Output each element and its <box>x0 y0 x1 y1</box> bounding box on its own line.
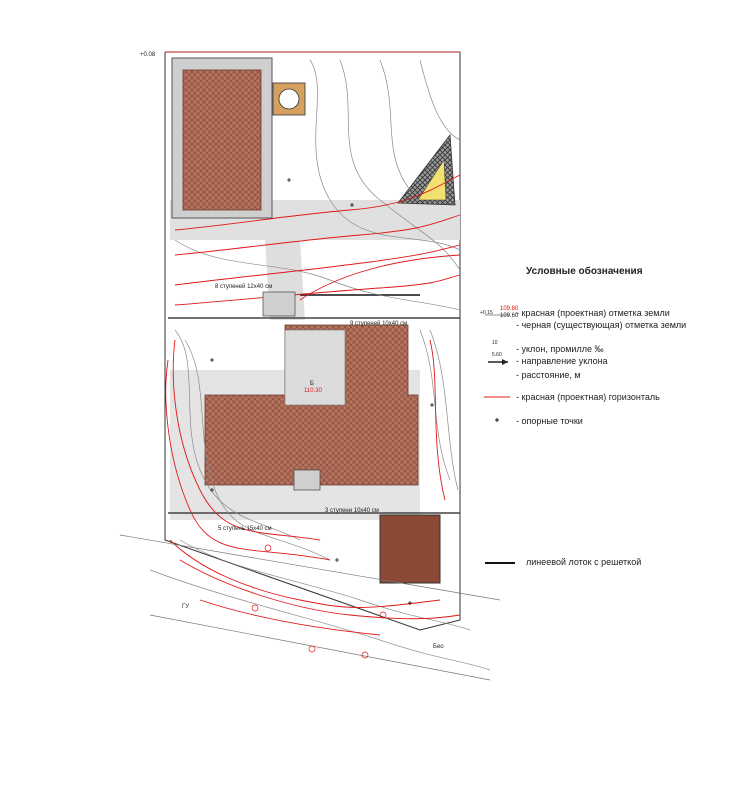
legend-item-direction: - направление уклона <box>478 356 748 370</box>
legend-item-drain: линеевой лоток с решеткой <box>478 557 748 571</box>
legend-label-drain: линеевой лоток с решеткой <box>526 557 642 567</box>
legend-symbol-elevation: +0.15 109.80 109.60 <box>478 306 518 322</box>
legend-item-support: - опорные точки <box>478 416 748 430</box>
label-front-stairs-left: 5 ступень 15x40 см <box>218 526 272 532</box>
legend-slope-top: 10 <box>492 340 498 346</box>
corner-mark-top-left: +0.08 <box>140 52 156 58</box>
label-house-block: Б <box>310 381 314 387</box>
garage <box>379 514 441 584</box>
label-top-stairs: 8 ступеней 12x40 см <box>215 283 272 290</box>
legend-symbol-slope: 10 5.60 <box>478 340 514 358</box>
elevation-circles <box>251 544 387 659</box>
front-stairs <box>293 469 321 491</box>
legend-symbols <box>484 314 515 564</box>
legend-item-black-elevation: - черная (существующая) отметка земли <box>478 320 748 334</box>
legend-label-direction: - направление уклона <box>516 356 608 366</box>
label-house-value: 110.30 <box>304 388 323 394</box>
design-contours <box>165 174 461 636</box>
top-stairs <box>262 291 296 317</box>
outbuilding-roof <box>182 69 262 211</box>
legend-item-distance: - расстояние, м <box>478 370 748 384</box>
legend-label-slope: - уклон, промилле ‰ <box>516 344 604 354</box>
label-bottom: Бео <box>433 644 444 650</box>
greenhouse-inner <box>417 159 447 201</box>
legend-label-distance: - расстояние, м <box>516 370 581 380</box>
legend-black-mark: 109.60 <box>500 313 519 319</box>
label-front-stairs-right: 3 ступени 10x40 см <box>325 508 379 514</box>
legend-item-slope: 10 5.60 - уклон, промилле ‰ <box>478 340 748 358</box>
label-garden: ГУ <box>182 604 189 610</box>
road-line-1 <box>119 534 501 601</box>
legend-label-red-elevation: - красная (проектная) отметка земли <box>516 308 670 318</box>
legend-item-red-elevation: +0.15 109.80 109.60 - красная (проектная… <box>478 306 748 322</box>
label-terrace-stairs: 9 ступеней 10x40 см <box>350 320 407 327</box>
legend-item-red-contour: - красная (проектная) горизонталь <box>478 392 748 406</box>
existing-contours <box>149 59 491 671</box>
well-circle <box>278 88 300 110</box>
road-line-2 <box>149 614 491 681</box>
house-core <box>284 329 346 406</box>
legend-label-red-contour: - красная (проектная) горизонталь <box>516 392 660 402</box>
legend-label-black-elevation: - черная (существующая) отметка земли <box>516 320 687 330</box>
legend-slope-bottom: 5.60 <box>492 352 502 358</box>
legend-red-mark: 109.80 <box>500 306 519 312</box>
legend-prefix: +0.15 <box>480 310 493 316</box>
legend-title: Условные обозначения <box>526 266 643 277</box>
legend-label-support: - опорные точки <box>516 416 583 426</box>
support-points <box>210 178 434 605</box>
